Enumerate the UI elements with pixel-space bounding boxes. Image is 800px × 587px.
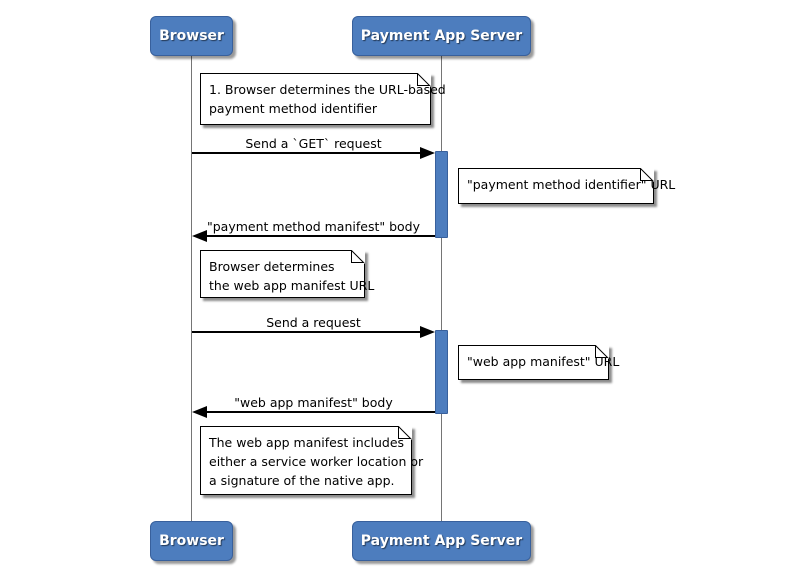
note-fold-icon (640, 168, 654, 182)
note-web-app-manifest-url-determination: Browser determines the web app manifest … (200, 250, 375, 298)
arrowhead-right-icon (420, 326, 435, 338)
message-line (206, 411, 435, 413)
arrowhead-left-icon (192, 230, 207, 242)
actor-payment-app-server-label: Payment App Server (360, 533, 523, 549)
message-line (192, 331, 421, 333)
message-label-web-app-manifest-body: "web app manifest" body (234, 395, 393, 410)
message-label-payment-method-manifest-body: "payment method manifest" body (206, 219, 421, 234)
note-fold-icon (398, 426, 412, 440)
note-payment-method-identifier-determination: 1. Browser determines the URL-based paym… (200, 73, 446, 125)
arrowhead-left-icon (192, 406, 207, 418)
note-web-app-manifest-url: "web app manifest" URL (458, 345, 620, 380)
message-label-send-request: Send a request (266, 315, 361, 330)
payment-app-server-lifeline (441, 56, 442, 521)
note-text-line: payment method identifier (209, 101, 377, 116)
browser-lifeline (191, 56, 192, 521)
note-text-line: a signature of the native app. (209, 473, 395, 488)
message-line (192, 152, 421, 154)
note-text-line: "web app manifest" URL (467, 354, 620, 369)
note-text-line: either a service worker location or (209, 454, 424, 469)
note-fold-icon (351, 250, 365, 264)
note-text-line: "payment method identifier" URL (467, 177, 676, 192)
actor-browser-label: Browser (159, 533, 224, 549)
note-payment-method-identifier-url: "payment method identifier" URL (458, 168, 676, 204)
actor-payment-app-server-label: Payment App Server (360, 28, 523, 44)
note-text-line: The web app manifest includes (209, 435, 405, 450)
note-fold-icon (417, 73, 431, 87)
message-line (206, 235, 435, 237)
actor-browser-bottom: Browser (150, 521, 233, 561)
server-activation-bar (435, 330, 448, 414)
arrowhead-right-icon (420, 147, 435, 159)
message-label-get-request: Send a `GET` request (245, 136, 382, 151)
note-text-line: 1. Browser determines the URL-based (209, 82, 446, 97)
note-fold-icon (595, 345, 609, 359)
note-text-line: the web app manifest URL (209, 278, 375, 293)
actor-browser-label: Browser (159, 28, 224, 44)
note-web-app-manifest-contents: The web app manifest includes either a s… (200, 426, 424, 495)
actor-payment-app-server-top: Payment App Server (352, 16, 531, 56)
actor-payment-app-server-bottom: Payment App Server (352, 521, 531, 561)
server-activation-bar (435, 151, 448, 238)
actor-browser-top: Browser (150, 16, 233, 56)
note-text-line: Browser determines (209, 259, 335, 274)
